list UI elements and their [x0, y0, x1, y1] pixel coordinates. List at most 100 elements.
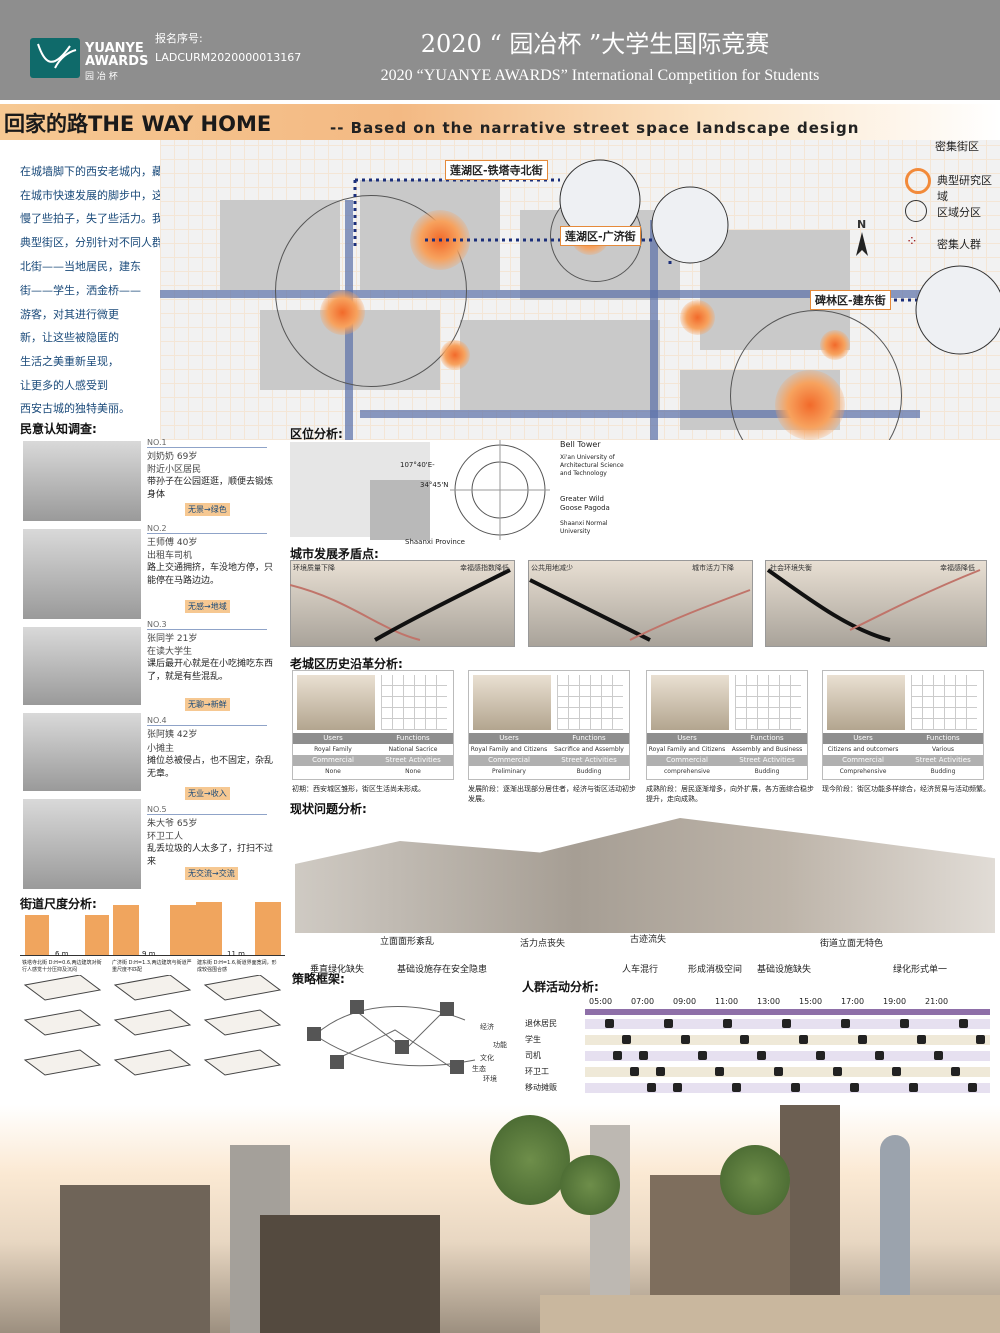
section-scale: 街道尺度分析: [20, 897, 97, 911]
activity-icon [816, 1051, 825, 1060]
activity-icon [909, 1083, 918, 1092]
label-guangji-street: 莲湖区-广济街 [560, 226, 641, 246]
activities-value: Budding [930, 768, 956, 775]
survey-chip: 无景→绿色 [185, 503, 230, 516]
section-activity: 人群活动分析: [522, 980, 599, 994]
activity-icon [715, 1067, 724, 1076]
users-value: Royal Family [314, 746, 352, 753]
activity-group: 环卫工 [525, 1067, 549, 1076]
activity-group: 退休居民 [525, 1019, 557, 1028]
survey-name: 张同学 21岁 [147, 634, 198, 644]
scale-building [255, 902, 281, 955]
activity-group: 移动摊贩 [525, 1083, 557, 1092]
functions-value: Sacrifice and Assembly [554, 746, 624, 753]
history-grid [911, 675, 977, 730]
conflict-panel-1 [290, 560, 515, 647]
logo-cn: 园 冶 杯 [85, 72, 118, 82]
intro-line: 生活之美重新呈现， [20, 355, 119, 368]
registration-label: 报名序号: [155, 32, 203, 45]
time-label: 09:00 [673, 997, 697, 1006]
activity-icon [622, 1035, 631, 1044]
conflict-label: 社会环境失衡 [770, 564, 812, 572]
hdr-activities: Street Activities [385, 756, 441, 764]
activity-icon [934, 1051, 943, 1060]
survey-chip: 无交流→交流 [185, 867, 238, 880]
problem-label: 垂直绿化缺失 [310, 965, 365, 975]
problem-label: 古迹流失 [630, 935, 667, 945]
history-grid [381, 675, 447, 730]
problem-label: 活力点丧失 [520, 939, 566, 949]
city-ring-diagram [450, 440, 550, 540]
survey-name: 张阿姨 42岁 [147, 730, 198, 740]
conflict-label: 公共用地减少 [531, 564, 573, 572]
ground-line [20, 955, 285, 956]
activities-value: Budding [754, 768, 780, 775]
users-value: Citizens and outcomers [827, 746, 899, 753]
place-xauat: Xi'an University of Architectural Scienc… [560, 454, 624, 477]
activity-icon [900, 1019, 909, 1028]
hdr-functions: Functions [926, 734, 960, 742]
hdr-intervention: Commercial Intervention [487, 756, 531, 775]
survey-no: NO.1 [147, 438, 267, 448]
activity-icon [673, 1083, 682, 1092]
scale-building [170, 905, 196, 955]
history-image [651, 675, 729, 730]
intro-line: 北街——当地居民，建东 [20, 260, 141, 273]
logo-text: YUANYE AWARDS [85, 41, 149, 69]
survey-role: 小摊主 [147, 744, 175, 754]
hdr-users: Users [677, 734, 697, 742]
activity-band [585, 1051, 990, 1061]
hdr-activities: Street Activities [561, 756, 617, 764]
section-history: 老城区历史沿革分析: [290, 657, 403, 671]
problem-label: 街道立面无特色 [820, 939, 884, 949]
survey-role: 附近小区居民 [147, 465, 202, 475]
activity-icon [976, 1035, 985, 1044]
province-label: Shaanxi Province [405, 538, 465, 546]
activity-icon [850, 1083, 859, 1092]
legend-crowd: 密集人群 [937, 238, 981, 251]
survey-photo-2 [22, 528, 142, 620]
activity-icon [791, 1083, 800, 1092]
activity-icon [698, 1051, 707, 1060]
scale-width: 9 m [142, 950, 156, 958]
history-image [827, 675, 905, 730]
problem-label: 绿化形式单一 [893, 965, 948, 975]
problem-label: 基础设施缺失 [757, 965, 812, 975]
hdr-activities: Street Activities [739, 756, 795, 764]
activity-icon [664, 1019, 673, 1028]
hdr-intervention: Commercial Intervention [665, 756, 709, 775]
activity-icon [630, 1067, 639, 1076]
survey-quote: 摊位总被侵占，也不固定，杂乱无章。 [147, 756, 274, 779]
crowd-icon: ⁘ [906, 234, 918, 250]
intro-line: 让更多的人感受到 [20, 379, 108, 392]
activities-value: Budding [576, 768, 602, 775]
activity-band [585, 1083, 990, 1093]
survey-quote: 课后最开心就是在小吃摊吃东西了，就是有些混乱。 [147, 659, 274, 682]
intervention-value: Comprehensive [839, 768, 887, 775]
activity-icon [951, 1067, 960, 1076]
time-label: 19:00 [883, 997, 907, 1006]
activity-icon [782, 1019, 791, 1028]
history-caption: 发展阶段：逐渐出现部分居住者，经济与街区活动初步发展。 [468, 785, 636, 803]
conflict-curves [290, 568, 981, 642]
problem-label: 形成消极空间 [688, 965, 743, 975]
history-grid [735, 675, 801, 730]
intervention-value: None [325, 768, 341, 775]
activity-icon [605, 1019, 614, 1028]
scale-building [196, 902, 222, 955]
survey-photo-3 [22, 626, 142, 706]
activity-group: 司机 [525, 1051, 541, 1060]
time-label: 05:00 [589, 997, 613, 1006]
activity-icon [841, 1019, 850, 1028]
activity-icon [774, 1067, 783, 1076]
problem-label: 立面面形紊乱 [380, 937, 435, 947]
survey-photo-4 [22, 712, 142, 792]
hdr-users: Users [499, 734, 519, 742]
activities-value: None [405, 768, 421, 775]
scale-width: 6 m [55, 950, 69, 958]
functions-value: Assembly and Business [731, 746, 803, 753]
route-overlay [353, 159, 1000, 355]
